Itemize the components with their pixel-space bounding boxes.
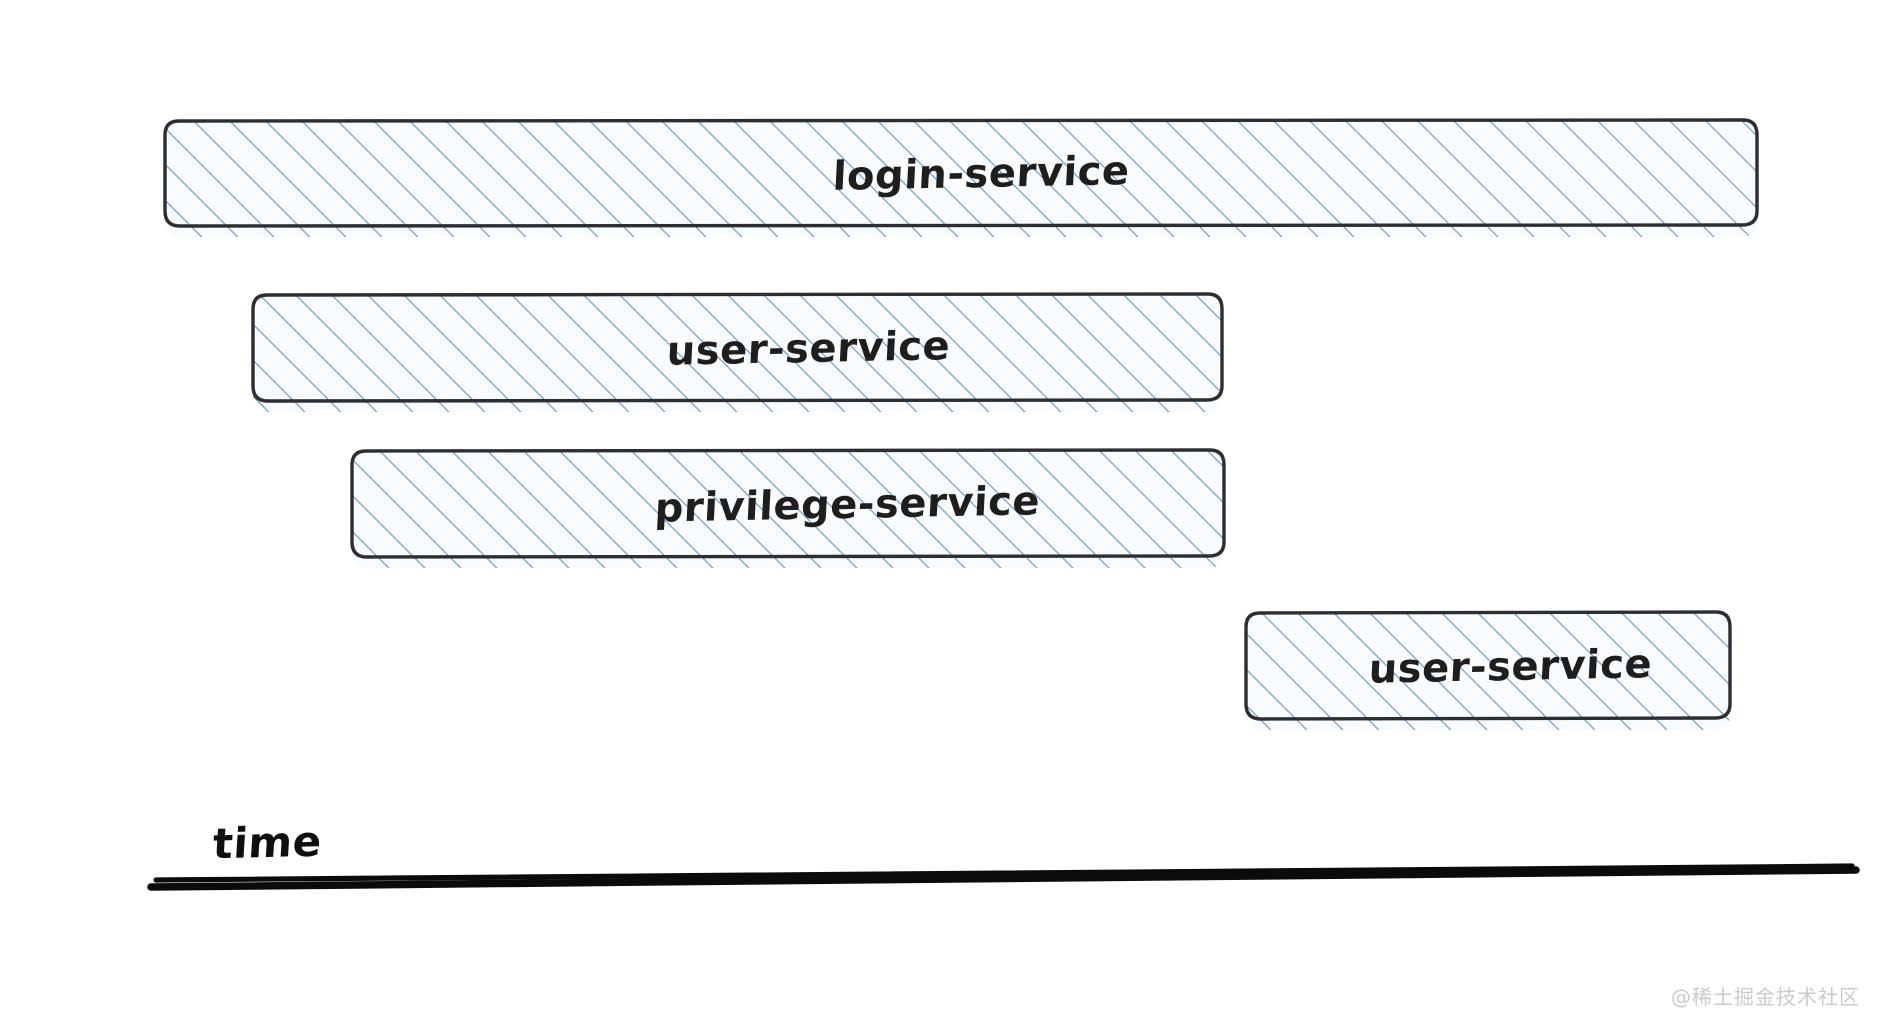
time-axis-line — [147, 863, 1860, 891]
bar-user-service-2[interactable] — [1244, 610, 1732, 730]
watermark: @稀土掘金技术社区 — [1671, 985, 1860, 1009]
bar-4-hatch-fill — [1246, 612, 1730, 730]
bar-label-privilege-service: privilege-service — [653, 478, 1042, 532]
time-axis-label: time — [211, 816, 324, 869]
bar-login-service[interactable] — [163, 118, 1759, 237]
bar-4-outline — [1244, 610, 1732, 721]
bar-label-user-service-2: user-service — [1367, 641, 1654, 693]
bar-privilege-service[interactable] — [350, 448, 1226, 568]
bar-label-login-service: login-service — [831, 148, 1131, 200]
bar-user-service-1[interactable] — [251, 292, 1224, 412]
bar-1-outline — [163, 118, 1759, 228]
bar-1-hatch-fill — [165, 120, 1757, 237]
bar-2-hatch-fill — [253, 294, 1222, 412]
bar-3-hatch-fill — [352, 450, 1224, 568]
bar-2-outline — [251, 292, 1224, 403]
bar-3-outline — [350, 448, 1226, 559]
bar-label-user-service-1: user-service — [665, 323, 952, 375]
